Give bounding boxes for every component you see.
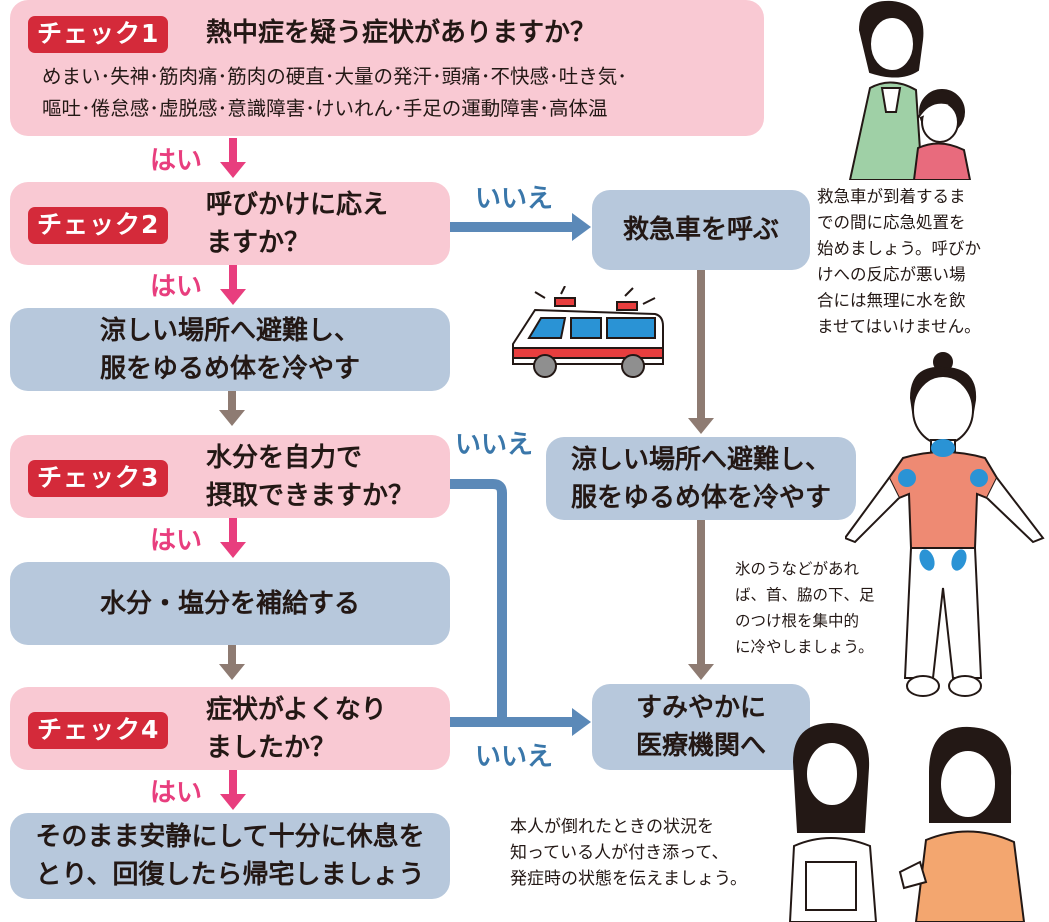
check1-badge: チェック1	[28, 16, 169, 53]
flow-arrow-right-1	[688, 270, 714, 434]
accompany-note-line: 知っている人が付き添って、	[510, 843, 729, 863]
ambulance-note-line: 救急車が到着するま	[817, 187, 966, 206]
ice-note: 氷のうなどがあれ ば、首、脇の下、足 のつけ根を集中的 に冷やしましょう。	[735, 556, 905, 660]
ambulance-note-line: ませてはいけません。	[817, 317, 981, 336]
hydrate-box: 水分・塩分を補給する	[10, 562, 450, 645]
hospital-line2: 医療機関へ	[635, 731, 766, 761]
no-arrow-check3	[450, 479, 591, 736]
check1-question: 熱中症を疑う症状がありますか？	[206, 18, 597, 48]
yes-label-1: はい	[150, 146, 203, 176]
ice-note-line: ば、首、脇の下、足	[735, 586, 875, 604]
flow-arrow-left-2	[219, 645, 245, 680]
yes-arrow-3	[220, 518, 246, 558]
cool-down-left-box: 涼しい場所へ避難し、 服をゆるめ体を冷やす	[10, 308, 450, 391]
no-label-check2: いいえ	[475, 184, 554, 214]
check2-badge: チェック2	[28, 207, 169, 244]
check1-symptoms-line2: 嘔吐･倦怠感･虚脱感･意識障害･けいれん･手足の運動障害･高体温	[42, 97, 608, 120]
ambulance-note-line: 合には無理に水を飲	[817, 291, 966, 310]
flow-arrow-left-1	[219, 391, 245, 426]
no-label-check4: いいえ	[475, 742, 554, 772]
hospital-line1: すみやかに	[635, 693, 766, 723]
mother-child-illustration	[848, 0, 972, 180]
cool-down-right-box: 涼しい場所へ避難し、 服をゆるめ体を冷やす	[546, 437, 856, 520]
check1-symptoms-line1: めまい･失神･筋肉痛･筋肉の硬直･大量の発汗･頭痛･不快感･吐き気･	[42, 65, 628, 88]
cool-down-left-line1: 涼しい場所へ避難し、	[99, 315, 360, 346]
ice-note-line: に冷やしましょう。	[735, 638, 874, 656]
ambulance-note: 救急車が到着するま での間に応急処置を 始めましょう。呼びか けへの反応が悪い場…	[817, 184, 1017, 340]
no-arrow-check2	[450, 213, 591, 241]
accompany-note-line: 本人が倒れたときの状況を	[510, 817, 714, 837]
no-label-check3: いいえ	[455, 430, 534, 460]
yes-label-4: はい	[150, 778, 203, 808]
yes-label-2: はい	[150, 272, 203, 302]
yes-arrow-2	[220, 265, 246, 305]
check3-question-line1: 水分を自力で	[206, 443, 363, 473]
check4-question-line2: ましたか？	[206, 733, 337, 763]
cool-down-right-line1: 涼しい場所へ避難し、	[570, 444, 831, 475]
check2-question-line2: ますか？	[206, 228, 311, 258]
ambulance-note-line: けへの反応が悪い場	[817, 265, 966, 284]
ambulance-note-line: での間に応急処置を	[817, 213, 966, 232]
ice-note-line: のつけ根を集中的	[735, 612, 860, 630]
accompany-note-line: 発症時の状態を伝えましょう。	[510, 869, 747, 889]
check3-question-line2: 摂取できますか？	[206, 481, 415, 511]
yes-label-3: はい	[150, 526, 203, 556]
check4-badge: チェック4	[28, 712, 169, 749]
standing-woman-illustration	[845, 352, 1045, 697]
ambulance-illustration	[512, 286, 664, 378]
ambulance-note-line: 始めましょう。呼びか	[817, 239, 982, 258]
yes-arrow-1	[220, 138, 246, 178]
rest-line2: とり、回復したら帰宅しましょう	[35, 860, 425, 890]
flow-arrow-right-2	[688, 520, 714, 680]
check3-badge: チェック3	[28, 460, 169, 497]
nurse-patient-illustration	[788, 722, 1026, 922]
cool-down-left-line2: 服をゆるめ体を冷やす	[99, 353, 360, 384]
check4-question-line1: 症状がよくなり	[206, 695, 387, 725]
hospital-box: すみやかに 医療機関へ	[592, 684, 810, 770]
yes-arrow-4	[220, 770, 246, 810]
rest-line1: そのまま安静にして十分に休息を	[35, 822, 425, 852]
accompany-note: 本人が倒れたときの状況を 知っている人が付き添って、 発症時の状態を伝えましょう…	[510, 814, 780, 892]
call-ambulance-box: 救急車を呼ぶ	[592, 190, 810, 270]
ice-note-line: 氷のうなどがあれ	[735, 560, 860, 578]
cool-down-right-line2: 服をゆるめ体を冷やす	[570, 482, 831, 513]
rest-box: そのまま安静にして十分に休息を とり、回復したら帰宅しましょう	[10, 813, 450, 899]
check2-question-line1: 呼びかけに応え	[206, 190, 389, 220]
